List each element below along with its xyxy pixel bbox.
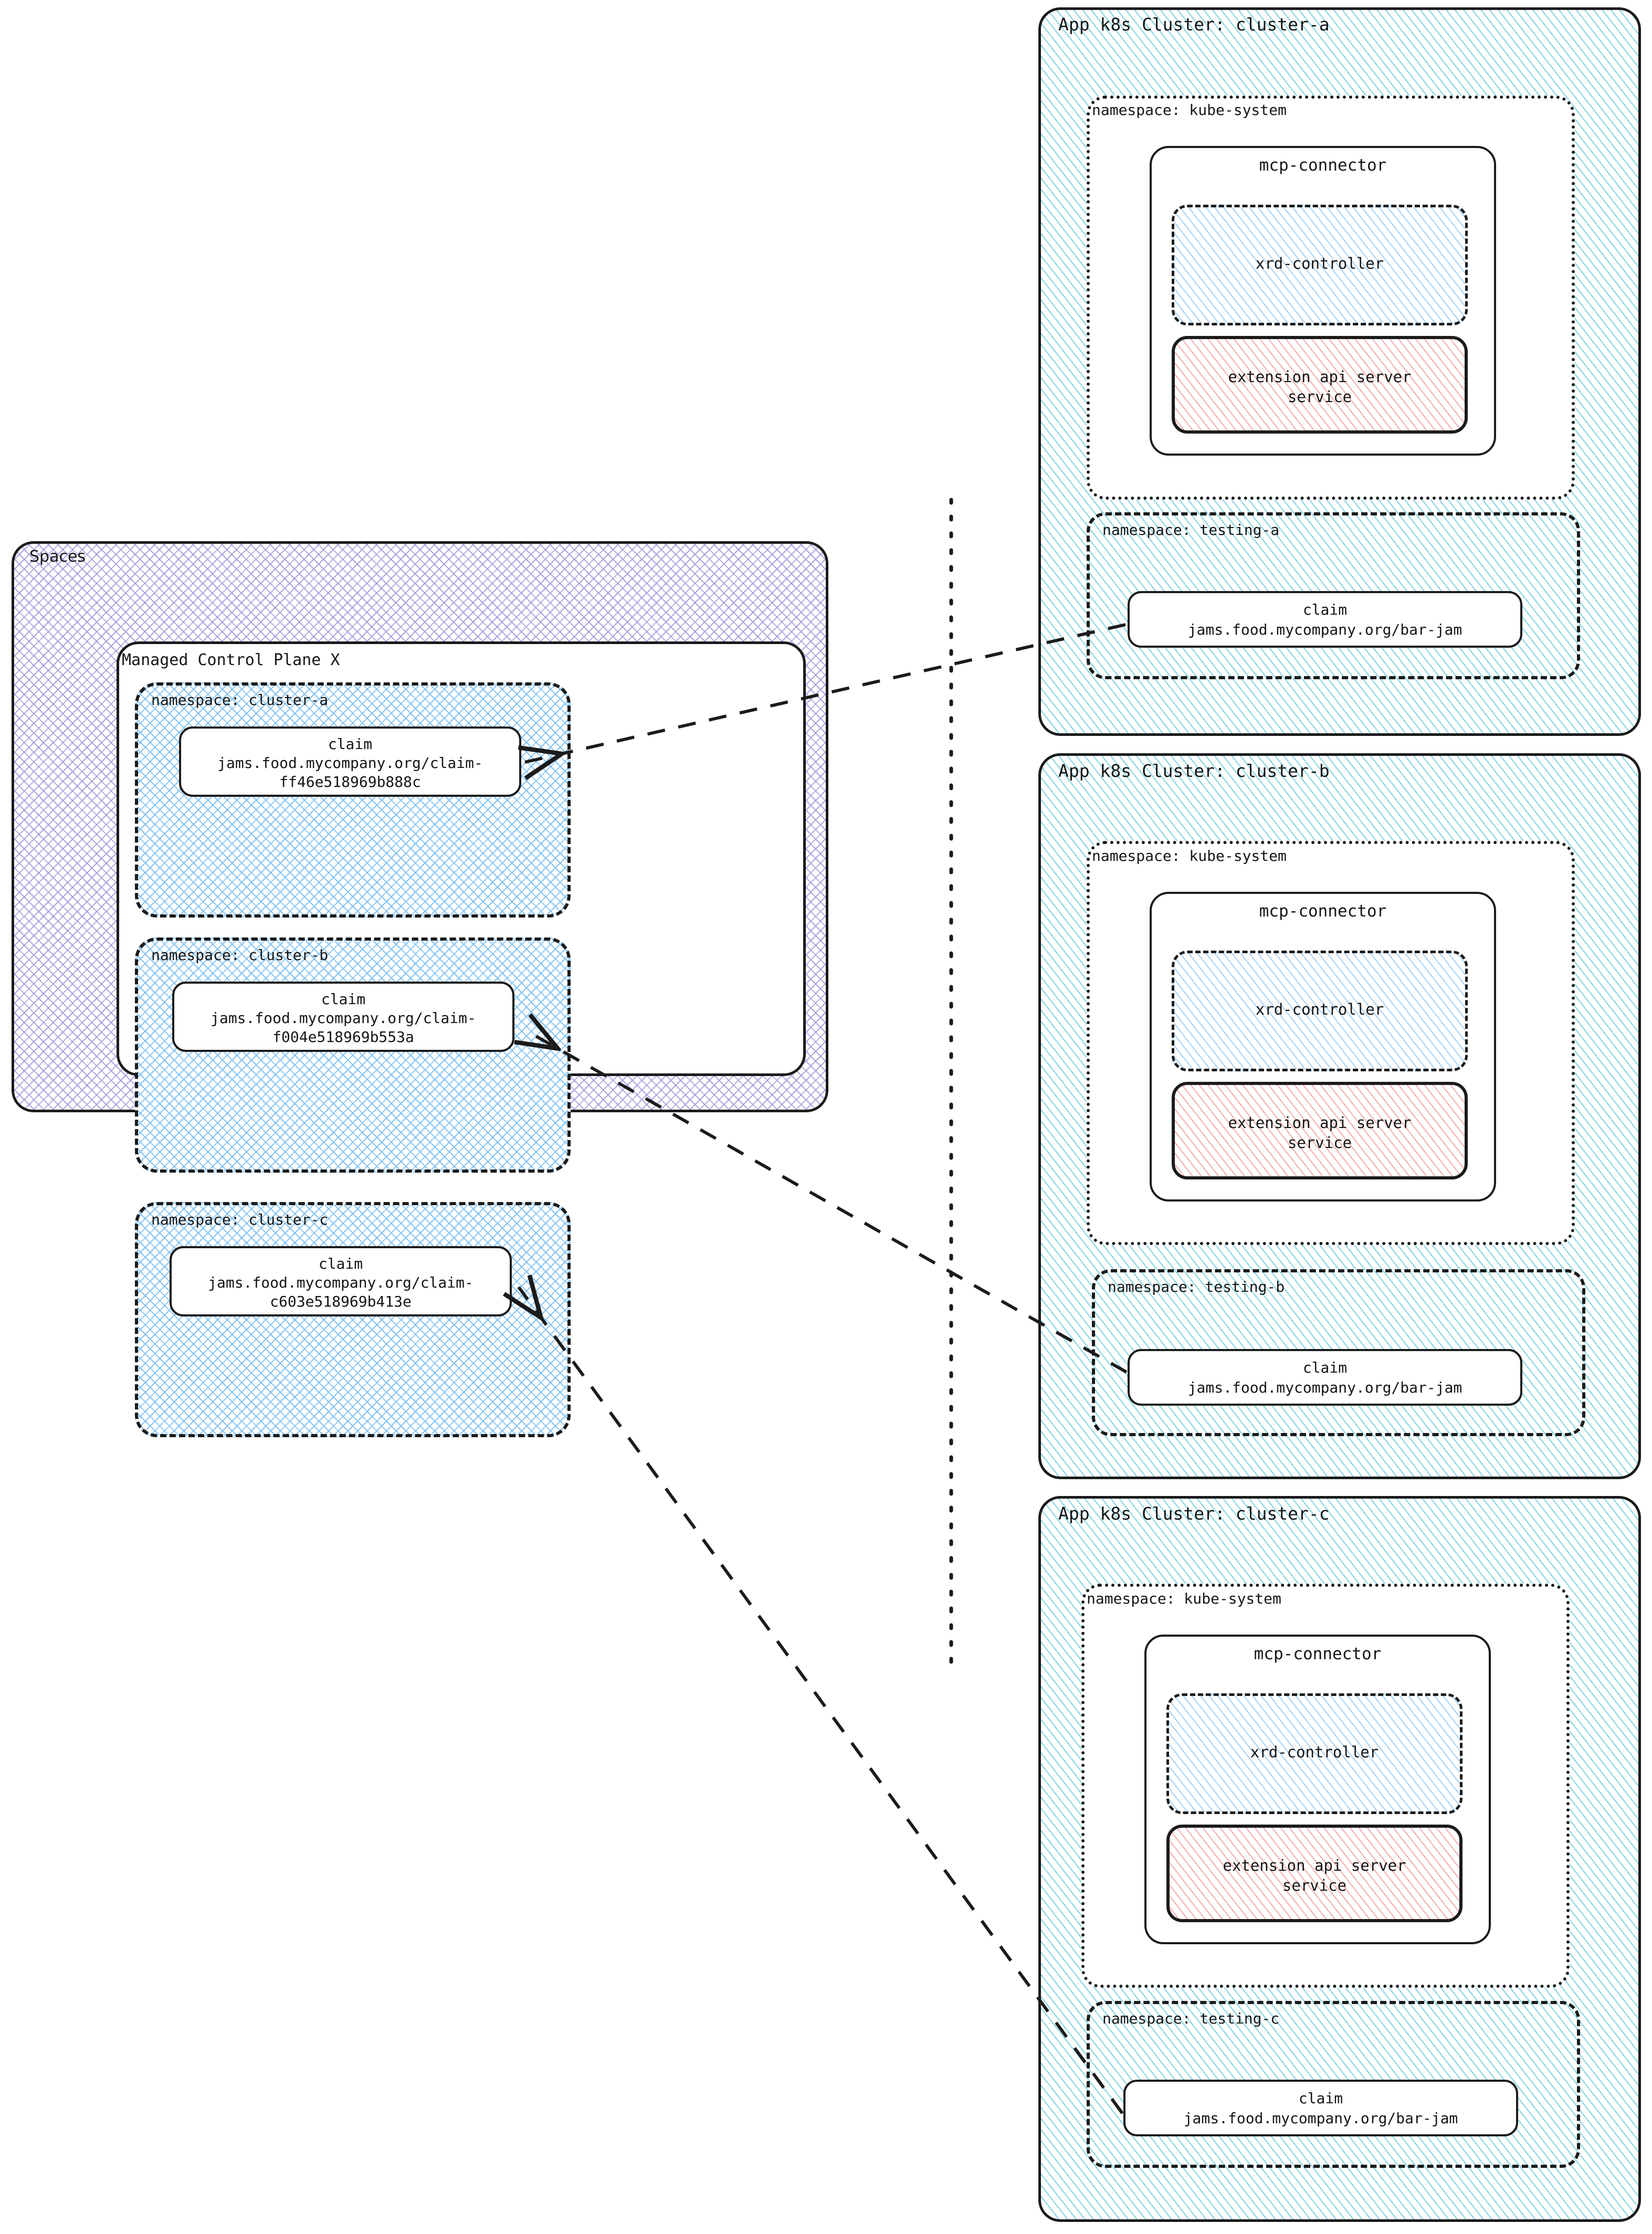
app-cluster-cluster-b-label: App k8s Cluster: cluster-b (1058, 761, 1330, 781)
claim-node[interactable] (179, 726, 521, 797)
claim-ref-label: jams.food.mycompany.org/bar-jam (1183, 2110, 1458, 2127)
extension-api-server-line2: service (1287, 388, 1352, 406)
claim-ref-line1: jams.food.mycompany.org/claim- (208, 1274, 473, 1291)
extension-api-server-line1: extension api server (1223, 1857, 1406, 1874)
mcp-namespace-cluster-a (135, 682, 571, 918)
mcp-namespace-cluster-a-label: namespace: cluster-a (151, 691, 329, 709)
claim-ref-line1: jams.food.mycompany.org/claim- (217, 754, 483, 772)
mcp-namespace-cluster-b-label: namespace: cluster-b (151, 946, 329, 964)
kube-system-namespace-label: namespace: kube-system (1092, 101, 1287, 119)
link-cluster-c (519, 1287, 1124, 2114)
mcp-namespace-cluster-c-label: namespace: cluster-c (151, 1211, 329, 1228)
claim-ref-line2: ff46e518969b888c (279, 773, 421, 791)
claim-ref-label: jams.food.mycompany.org/bar-jam (1187, 621, 1462, 638)
claim-node[interactable] (170, 1246, 512, 1316)
app-cluster-cluster-a-label: App k8s Cluster: cluster-a (1058, 14, 1330, 35)
claim-kind-label: claim (328, 735, 373, 753)
extension-api-server-node[interactable] (1166, 1825, 1462, 1922)
mcp-namespace-cluster-b (135, 937, 571, 1173)
xrd-controller-label: xrd-controller (1255, 1000, 1384, 1018)
mcp-connector-label: mcp-connector (1259, 156, 1387, 175)
testing-namespace-label: namespace: testing-a (1102, 521, 1280, 539)
xrd-controller-label: xrd-controller (1250, 1743, 1379, 1761)
mcp-namespace-cluster-c (135, 1202, 571, 1437)
extension-api-server-node[interactable] (1172, 336, 1468, 434)
extension-api-server-line2: service (1282, 1877, 1347, 1894)
mcp-connector-label: mcp-connector (1254, 1645, 1382, 1663)
xrd-controller-node[interactable] (1172, 205, 1468, 325)
testing-namespace (1087, 512, 1580, 679)
extension-api-server-node[interactable] (1172, 1082, 1468, 1179)
claim-kind-label: claim (318, 1255, 363, 1272)
testing-namespace-label: namespace: testing-b (1108, 1278, 1285, 1295)
mcp-connector-label: mcp-connector (1259, 902, 1387, 921)
kube-system-namespace-label: namespace: kube-system (1087, 1590, 1281, 1607)
xrd-controller-label: xrd-controller (1255, 255, 1384, 272)
claim-kind-label: claim (321, 990, 366, 1008)
claim-kind-label: claim (1302, 1359, 1348, 1376)
spaces-label: Spaces (29, 547, 86, 566)
app-cluster-cluster-c-label: App k8s Cluster: cluster-c (1058, 1503, 1330, 1524)
claim-node[interactable] (1128, 1349, 1522, 1406)
claim-kind-label: claim (1302, 601, 1348, 618)
kube-system-namespace-label: namespace: kube-system (1092, 847, 1287, 865)
claim-ref-line2: f004e518969b553a (272, 1028, 414, 1046)
extension-api-server-line2: service (1287, 1134, 1352, 1152)
claim-node[interactable] (172, 982, 514, 1052)
claim-kind-label: claim (1298, 2090, 1343, 2107)
xrd-controller-node[interactable] (1172, 951, 1468, 1071)
xrd-controller-node[interactable] (1166, 1693, 1462, 1814)
claim-ref-line1: jams.food.mycompany.org/claim- (211, 1009, 476, 1027)
claim-node[interactable] (1128, 591, 1522, 648)
claim-node[interactable] (1123, 2080, 1518, 2136)
managed-control-plane-label: Managed Control Plane X (122, 651, 340, 669)
testing-namespace-label: namespace: testing-c (1102, 2010, 1280, 2027)
extension-api-server-line1: extension api server (1228, 368, 1412, 386)
claim-ref-label: jams.food.mycompany.org/bar-jam (1187, 1379, 1462, 1396)
extension-api-server-line1: extension api server (1228, 1114, 1412, 1132)
claim-ref-line2: c603e518969b413e (270, 1293, 412, 1310)
